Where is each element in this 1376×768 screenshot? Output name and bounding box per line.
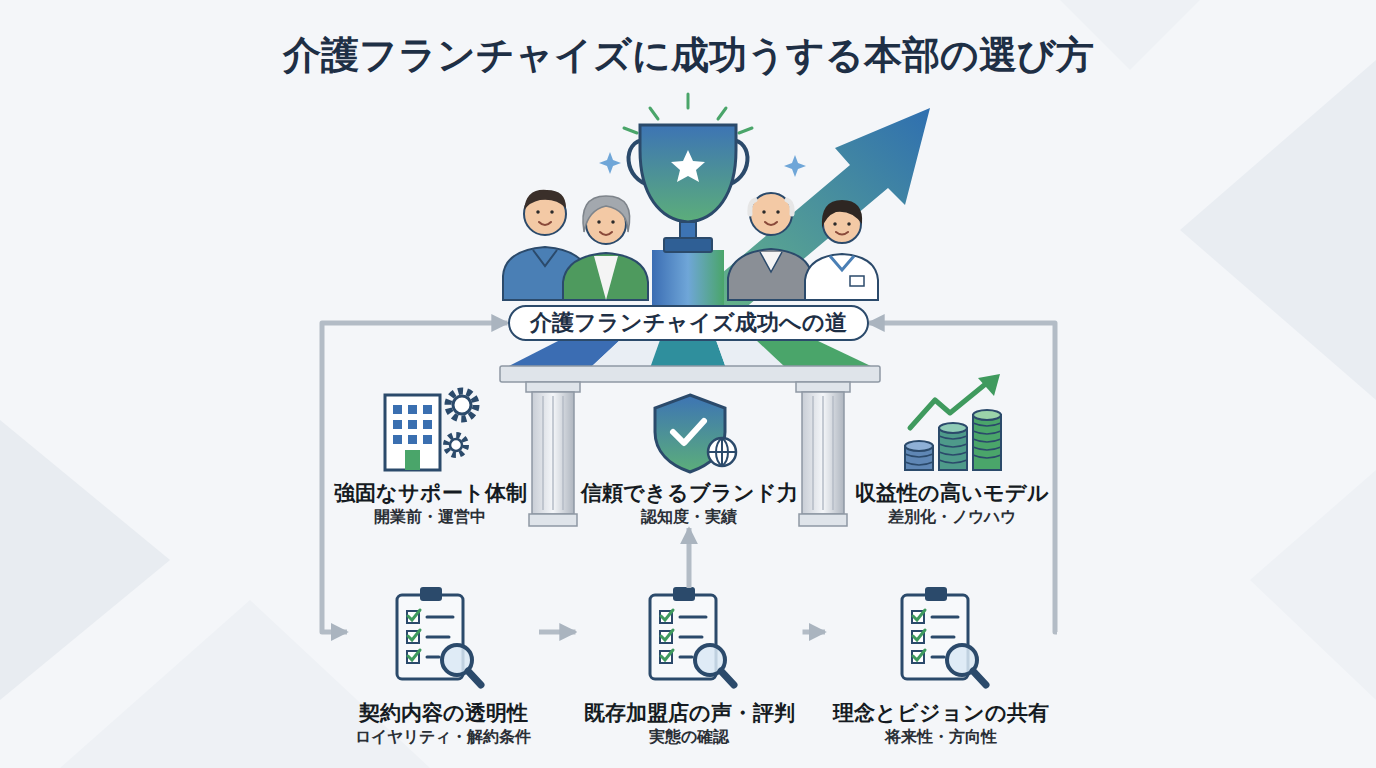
- title-banner: 介護フランチャイズ成功への道: [508, 305, 869, 341]
- item-heading: 既存加盟店の声・評判: [584, 700, 795, 726]
- item-heading: 信頼できるブランド力: [581, 480, 798, 506]
- checklist-item: 理念とビジョンの共有将来性・方向性: [825, 588, 1057, 752]
- shield-globe-icon: [655, 395, 736, 472]
- item-heading: 収益性の高いモデル: [855, 480, 1049, 506]
- item-subtext: 差別化・ノウハウ: [888, 506, 1016, 528]
- checklist-item: 契約内容の透明性ロイヤリティ・解約条件: [347, 588, 539, 752]
- flow-arrow: [687, 528, 692, 588]
- item-heading: 強固なサポート体制: [334, 480, 527, 506]
- checklist-item: 既存加盟店の声・評判実態の確認: [576, 588, 803, 752]
- pillar-label: 信頼できるブランド力認知度・実績: [577, 480, 802, 528]
- item-subtext: 実態の確認: [649, 726, 729, 748]
- flow-arrow: [869, 323, 1058, 632]
- item-heading: 契約内容の透明性: [359, 700, 528, 726]
- flow-arrow: [803, 630, 826, 635]
- item-subtext: 開業前・運営中: [374, 506, 486, 528]
- coins-growth-icon: [905, 374, 1001, 470]
- pillar-label: 強固なサポート体制開業前・運営中: [330, 480, 531, 528]
- item-subtext: 認知度・実績: [641, 506, 737, 528]
- checklist-icons: [397, 587, 986, 685]
- flow-arrow: [539, 630, 576, 635]
- building-gear-icon: [385, 391, 476, 470]
- pillars: [526, 382, 850, 526]
- item-heading: 理念とビジョンの共有: [833, 700, 1049, 726]
- temple-roof: [500, 340, 880, 382]
- people: [503, 190, 878, 300]
- item-heading: 介護フランチャイズ成功への道: [530, 307, 847, 339]
- pillar-label: 収益性の高いモデル差別化・ノウハウ: [851, 480, 1053, 528]
- item-subtext: ロイヤリティ・解約条件: [355, 726, 531, 748]
- item-subtext: 将来性・方向性: [885, 726, 997, 748]
- page-title: 介護フランチャイズに成功うする本部の選び方: [0, 30, 1376, 81]
- flow-arrow: [322, 323, 508, 632]
